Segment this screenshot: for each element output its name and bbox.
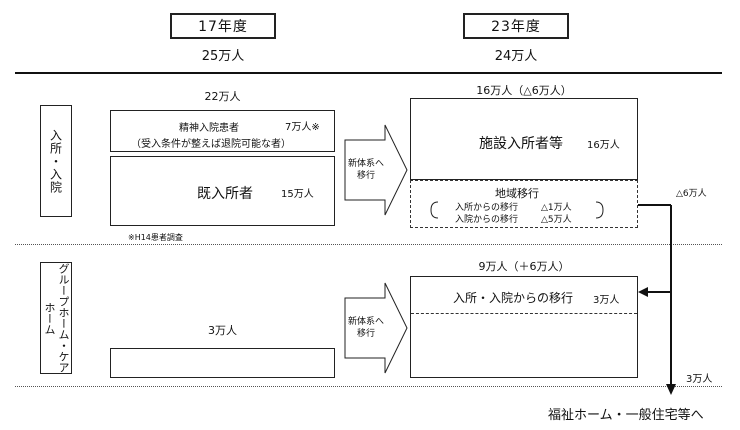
header-divider: [15, 72, 722, 74]
row-separator: [15, 244, 722, 245]
connector-arrowhead-left: [638, 287, 648, 297]
left-year-box: 17年度: [170, 13, 276, 39]
existing-box: 既入所者 15万人: [110, 156, 335, 226]
right-group-total: 9万人（＋6万人）: [478, 260, 570, 273]
community-bracket-left: [430, 201, 439, 219]
side-delta: △6万人: [676, 189, 707, 199]
group-title: 入所・入院からの移行: [453, 291, 574, 305]
right-year-label: 23年度: [491, 19, 541, 35]
left-year-label: 17年度: [198, 19, 248, 35]
community-line2-value: △5万人: [541, 215, 572, 225]
lower-migration-arrow: [344, 282, 408, 374]
community-line1-label: 入所からの移行: [455, 203, 519, 213]
left-group-total: 3万人: [208, 324, 237, 337]
lower-arrow-label: 新体系へ移行: [347, 317, 384, 339]
upper-migration-arrow: [344, 124, 408, 216]
community-title: 地域移行: [495, 187, 539, 200]
connector-arrowhead-down: [666, 384, 676, 395]
facility-value: 16万人: [587, 140, 620, 151]
inpatients-box: 精神入院患者 7万人※ （受入条件が整えば退院可能な者）: [110, 110, 335, 152]
right-year-box: 23年度: [463, 13, 569, 39]
row-label-grouphome: グループホーム・ケアホーム: [40, 262, 72, 374]
right-group-box: 入所・入院からの移行 3万人: [410, 276, 638, 378]
existing-title: 既入所者: [197, 186, 253, 202]
community-bracket-right: [595, 201, 604, 219]
right-total: 24万人: [494, 48, 538, 64]
community-line2-label: 入院からの移行: [455, 215, 519, 225]
inpatients-title: 精神入院患者: [179, 123, 239, 134]
bottom-value: 3万人: [686, 374, 713, 385]
existing-value: 15万人: [281, 189, 314, 200]
facility-title: 施設入所者等: [479, 136, 563, 152]
survey-note: ※H14患者調査: [128, 233, 183, 242]
right-top-total: 16万人（△6万人）: [476, 84, 572, 97]
group-value: 3万人: [593, 295, 620, 306]
bottom-destination: 福祉ホーム・一般住宅等へ: [548, 408, 704, 423]
left-total: 25万人: [201, 48, 245, 64]
upper-arrow-label: 新体系へ移行: [347, 159, 384, 181]
facility-box: 施設入所者等 16万人: [410, 98, 638, 180]
row-label-nyusho: 入所・入院: [40, 105, 72, 217]
inpatients-note: （受入条件が整えば退院可能な者）: [131, 139, 291, 150]
bottom-separator: [15, 386, 722, 387]
community-line1-value: △1万人: [541, 203, 572, 213]
left-top-total: 22万人: [204, 90, 241, 103]
group-inner-divider: [411, 313, 637, 314]
inpatients-value: 7万人※: [285, 122, 320, 133]
left-group-box: [110, 348, 335, 378]
community-box: 地域移行 入所からの移行 △1万人 入院からの移行 △5万人: [410, 180, 638, 228]
